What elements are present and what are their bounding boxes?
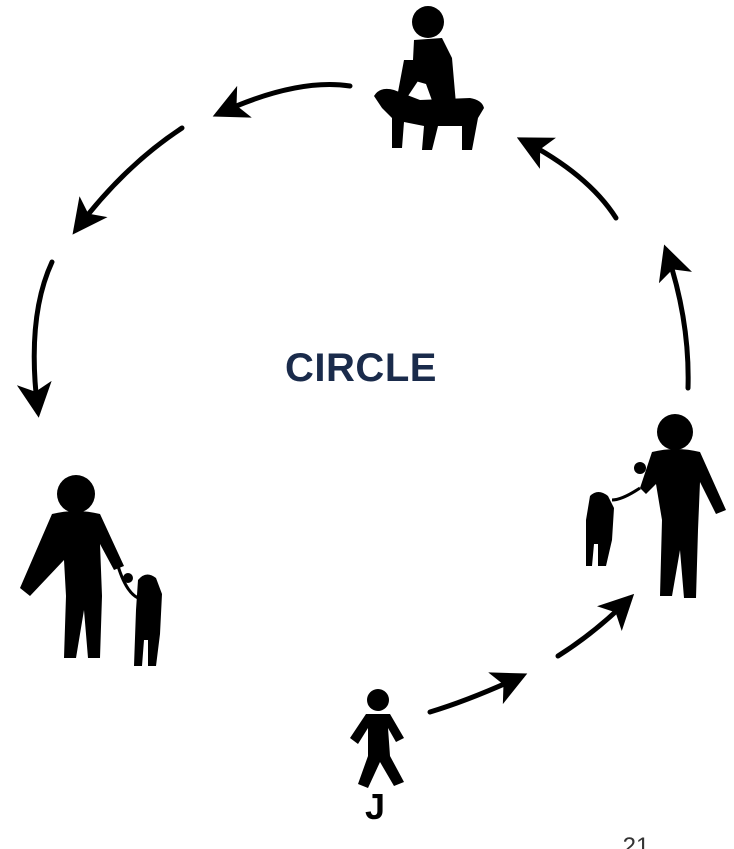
seated-person-dog-icon xyxy=(374,6,484,150)
diagram-title: CIRCLE xyxy=(236,346,486,391)
arrow-segment xyxy=(430,676,522,712)
person-dog-right-icon xyxy=(586,414,726,598)
page-number: 21 xyxy=(606,832,666,849)
figure-label: J xyxy=(355,786,395,828)
arrow-segment xyxy=(218,85,350,114)
child-icon xyxy=(350,689,404,788)
arrow-segment xyxy=(76,128,182,230)
arrow-segment xyxy=(666,250,688,388)
person-dog-left-icon xyxy=(20,475,162,666)
arrow-segment xyxy=(34,262,52,412)
arrows xyxy=(34,85,688,712)
arrow-segment xyxy=(522,140,616,218)
arrow-segment xyxy=(558,598,630,656)
